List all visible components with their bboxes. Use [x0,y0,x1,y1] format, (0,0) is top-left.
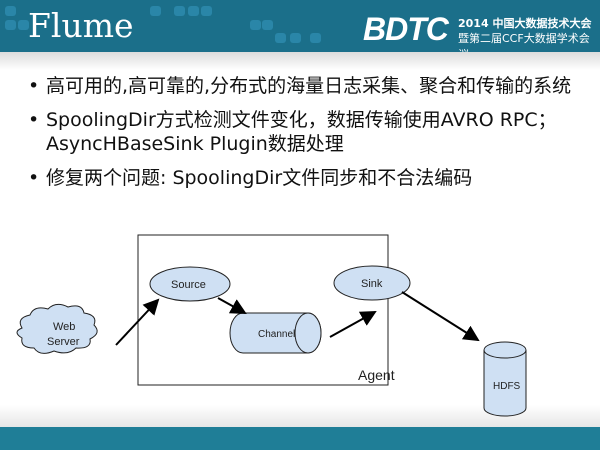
sink-label: Sink [361,278,383,290]
flow-arrows [115,291,480,346]
bullet-text: SpoolingDir方式检测文件变化，数据传输使用AVRO RPC； Asyn… [46,109,557,155]
arrow-source-to-channel [217,297,247,314]
logo-line-1: 2014 中国大数据技术大会 [458,17,592,30]
hdfs-label: HDFS [493,381,521,392]
bullet-item: •高可用的,高可靠的,分布式的海量日志采集、聚合和传输的系统 [28,75,572,97]
slide-footer [0,427,600,450]
bdtc-logo: BDTC [363,11,449,47]
header-shadow [0,52,600,70]
web-server-cloud [16,303,98,354]
arrow-sink-to-hdfs [401,291,480,342]
hdfs-top [483,341,527,359]
source-node [149,266,231,302]
bullet-text: 高可用的,高可靠的,分布式的海量日志采集、聚合和传输的系统 [46,75,572,97]
sink-node [333,265,411,301]
slide-title: Flume [28,6,134,45]
source-label: Source [171,279,206,291]
agent-label: Agent [358,367,395,383]
bullet-item: •修复两个问题: SpoolingDir文件同步和不合法编码 [28,167,473,189]
slide-header: Flume BDTC 2014 中国大数据技术大会 暨第二届CCF大数据学术会议 [0,0,600,61]
channel-end [294,312,322,354]
web-server-label-1: Web [53,321,75,333]
footer-shadow [0,405,600,427]
channel-label: Channel [258,329,295,340]
bullet-text: 修复两个问题: SpoolingDir文件同步和不合法编码 [46,167,473,189]
arrow-channel-to-sink [329,311,377,338]
bullet-list: •高可用的,高可靠的,分布式的海量日志采集、聚合和传输的系统 •Spooling… [28,74,588,200]
agent-box [137,234,389,386]
web-server-label-2: Server [47,336,80,348]
hdfs-node [483,350,527,417]
arrow-web-to-source [115,298,160,346]
bullet-item: •SpoolingDir方式检测文件变化，数据传输使用AVRO RPC； Asy… [28,109,557,155]
